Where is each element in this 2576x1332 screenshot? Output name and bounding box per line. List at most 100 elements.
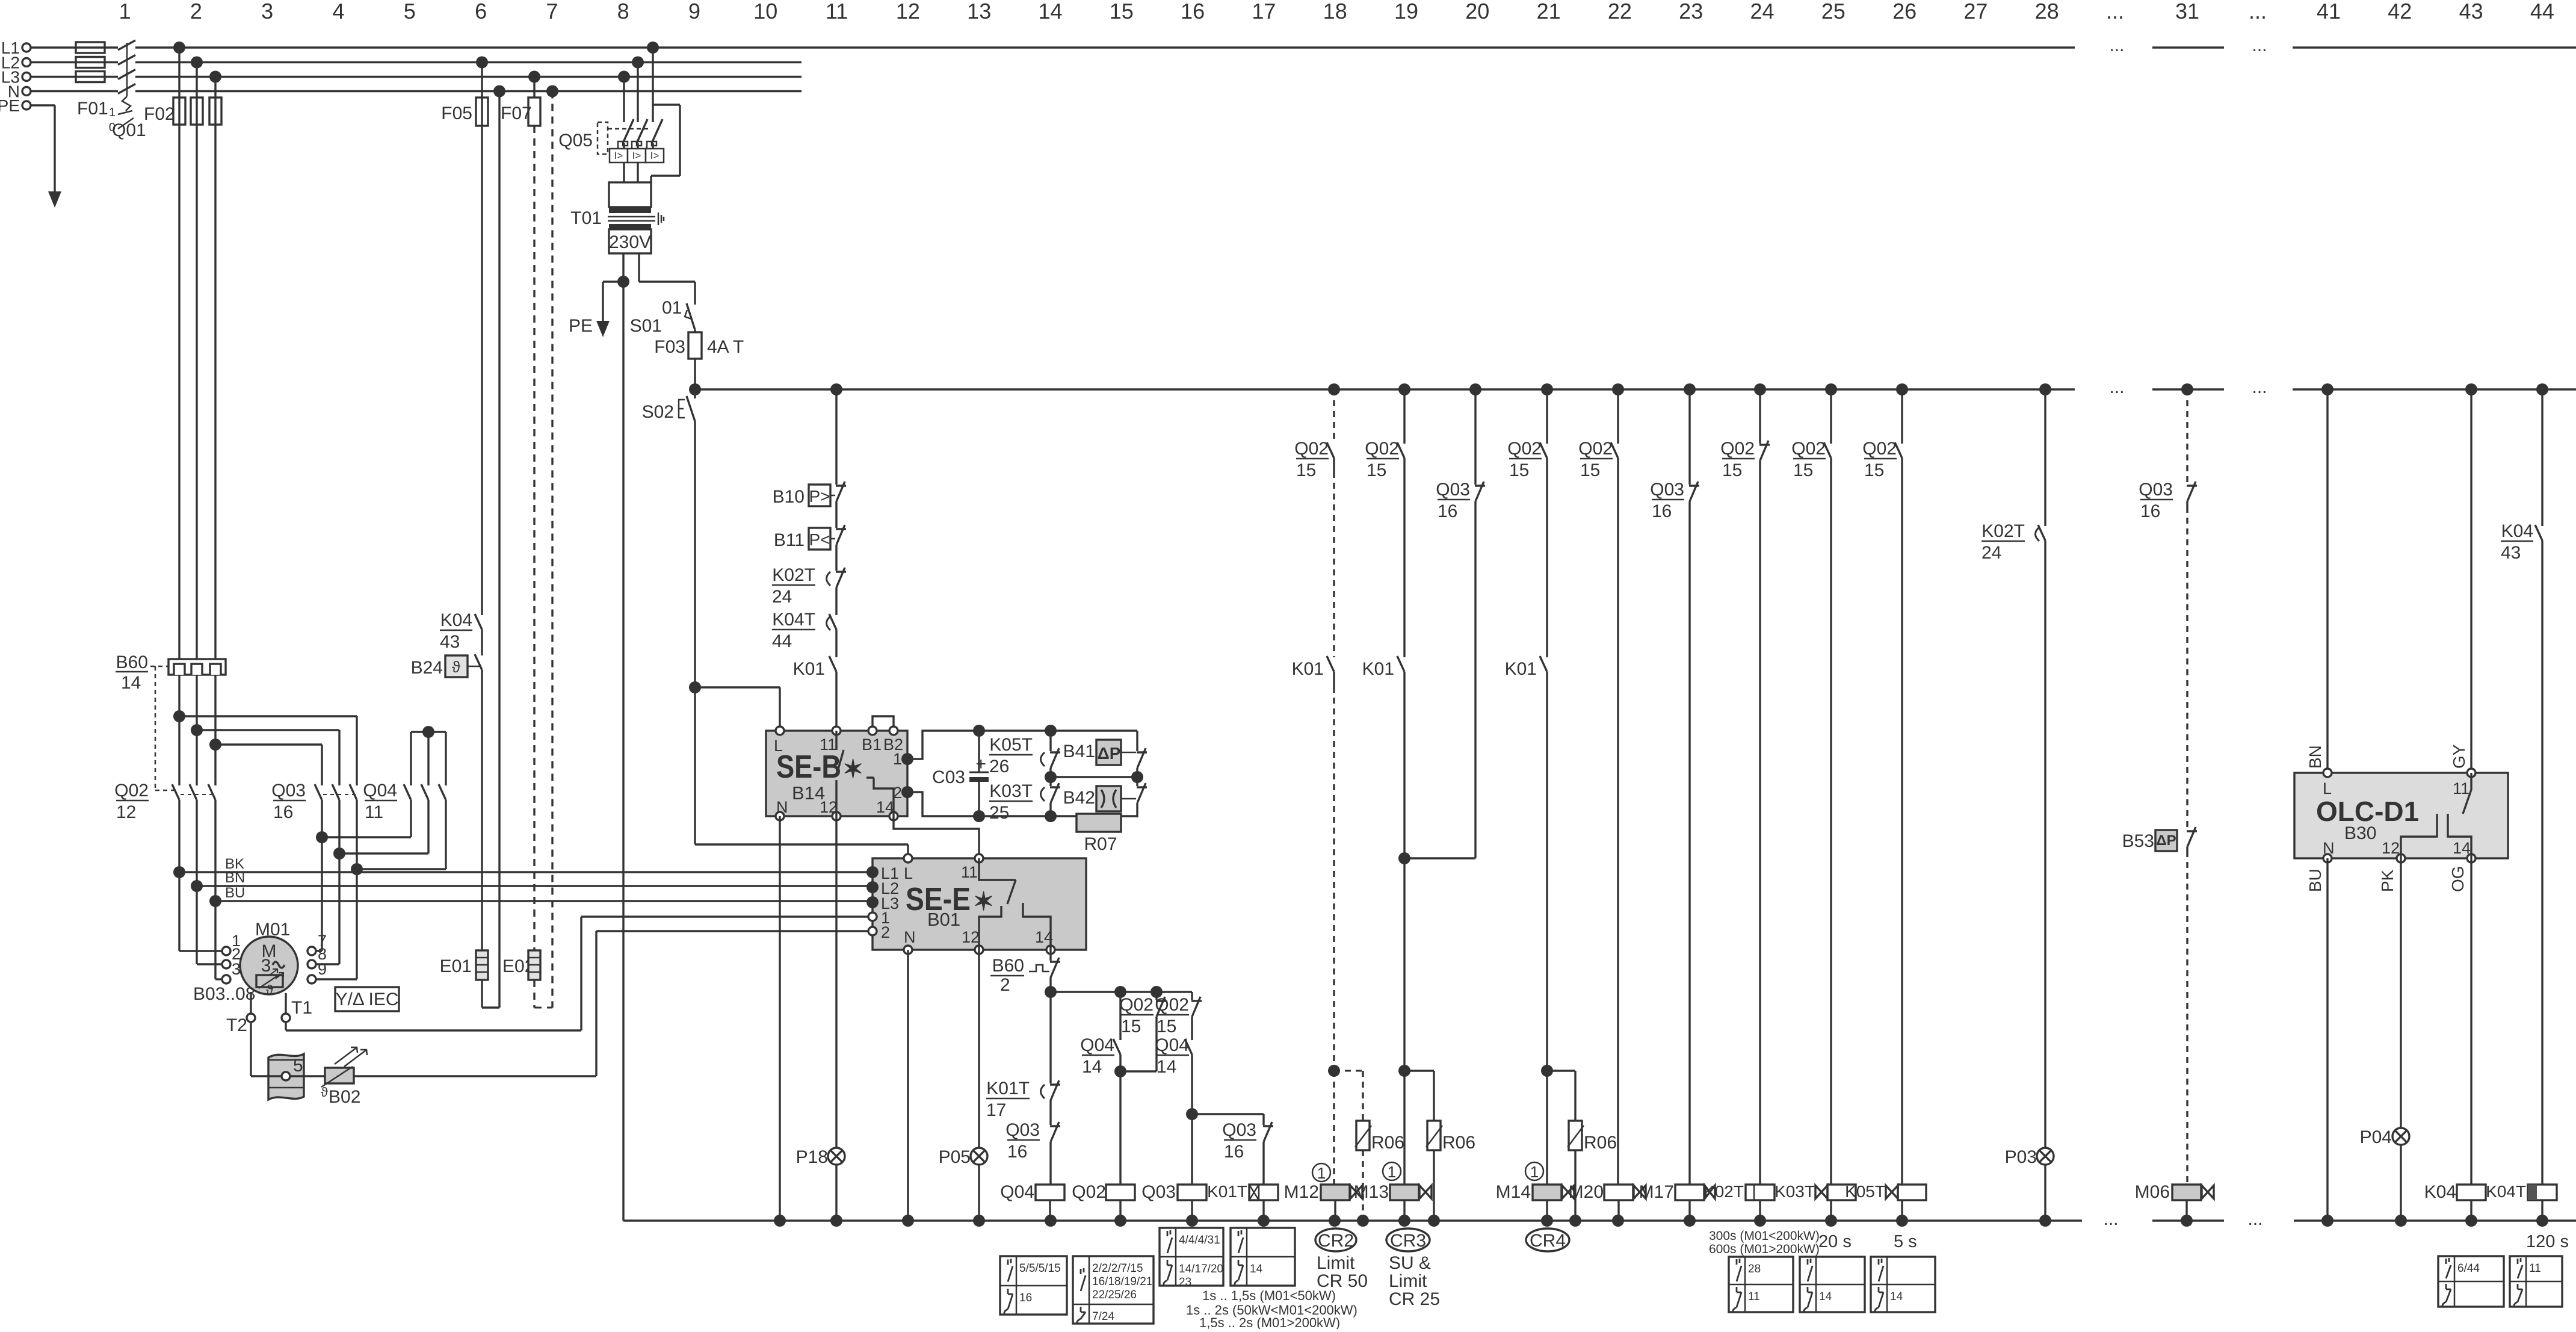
svg-text:41: 41 bbox=[2317, 0, 2341, 23]
svg-text:CR3: CR3 bbox=[1390, 1231, 1426, 1251]
svg-text:S01: S01 bbox=[630, 316, 662, 336]
svg-text:43: 43 bbox=[2501, 543, 2521, 563]
svg-text:Q02: Q02 bbox=[114, 781, 149, 801]
svg-text:16/18/19/21: 16/18/19/21 bbox=[1092, 1275, 1152, 1288]
svg-text:300s (M01<200kW): 300s (M01<200kW) bbox=[1709, 1229, 1820, 1243]
svg-text:R06: R06 bbox=[1584, 1133, 1617, 1153]
svg-text:6/44: 6/44 bbox=[2457, 1262, 2480, 1275]
svg-text:PK: PK bbox=[2378, 869, 2397, 892]
svg-text:K01: K01 bbox=[1292, 659, 1324, 679]
svg-text:12: 12 bbox=[116, 802, 136, 822]
svg-text:M20: M20 bbox=[1569, 1182, 1604, 1202]
svg-text:Q02: Q02 bbox=[1578, 439, 1613, 459]
svg-text:22: 22 bbox=[1608, 0, 1632, 23]
svg-text:15: 15 bbox=[1864, 460, 1884, 480]
svg-text:CR4: CR4 bbox=[1530, 1231, 1566, 1251]
svg-text:N: N bbox=[904, 928, 916, 946]
svg-text:GY: GY bbox=[2450, 744, 2468, 769]
svg-text:24: 24 bbox=[1750, 0, 1774, 23]
svg-text:44: 44 bbox=[772, 631, 792, 651]
svg-text:B14: B14 bbox=[792, 782, 825, 804]
svg-text:14: 14 bbox=[2453, 839, 2471, 857]
svg-text:B02: B02 bbox=[329, 1087, 360, 1107]
svg-text:2: 2 bbox=[1000, 975, 1010, 995]
svg-text:Q04: Q04 bbox=[1080, 1035, 1114, 1055]
svg-text:K01T: K01T bbox=[1207, 1182, 1247, 1201]
svg-text:15: 15 bbox=[1509, 460, 1529, 480]
svg-text:15: 15 bbox=[1367, 460, 1386, 480]
svg-text:L2: L2 bbox=[881, 879, 899, 897]
svg-text:14: 14 bbox=[1157, 1057, 1176, 1077]
svg-text:K01T: K01T bbox=[986, 1079, 1030, 1098]
svg-text:12: 12 bbox=[896, 0, 920, 23]
svg-text:Limit: Limit bbox=[1317, 1253, 1355, 1273]
svg-text:1: 1 bbox=[893, 750, 902, 768]
svg-text:7: 7 bbox=[546, 0, 558, 23]
svg-text:14: 14 bbox=[1038, 0, 1062, 23]
svg-text:14: 14 bbox=[1819, 1290, 1832, 1303]
svg-text:Q03: Q03 bbox=[1436, 480, 1470, 500]
svg-text:5: 5 bbox=[404, 0, 416, 23]
svg-text:E01: E01 bbox=[440, 956, 472, 976]
svg-text:1: 1 bbox=[881, 909, 890, 927]
svg-text:BK: BK bbox=[225, 856, 244, 872]
svg-text:11: 11 bbox=[2453, 779, 2469, 798]
svg-text:9: 9 bbox=[318, 960, 327, 978]
svg-text:P03: P03 bbox=[2005, 1147, 2037, 1167]
svg-text:14: 14 bbox=[876, 798, 894, 816]
svg-text:Q04: Q04 bbox=[363, 781, 397, 801]
svg-text:K04: K04 bbox=[440, 610, 472, 630]
svg-text:Q05: Q05 bbox=[558, 131, 593, 150]
svg-text:24: 24 bbox=[772, 587, 792, 607]
svg-text:N: N bbox=[2323, 839, 2335, 857]
svg-text:4/4/4/31: 4/4/4/31 bbox=[1179, 1234, 1220, 1247]
svg-text:2: 2 bbox=[190, 0, 202, 23]
svg-text:5/5/5/15: 5/5/5/15 bbox=[1019, 1262, 1061, 1275]
svg-text:K04T: K04T bbox=[772, 610, 815, 630]
svg-text:15: 15 bbox=[1121, 1017, 1141, 1036]
svg-text:Q03: Q03 bbox=[271, 781, 306, 801]
svg-text:18: 18 bbox=[1323, 0, 1347, 23]
svg-text:BU: BU bbox=[2306, 869, 2324, 892]
svg-text:27: 27 bbox=[1963, 0, 1988, 23]
svg-text:1: 1 bbox=[1530, 1163, 1539, 1181]
svg-text:M17: M17 bbox=[1639, 1182, 1674, 1202]
svg-text:L1: L1 bbox=[1, 39, 20, 57]
svg-text:15: 15 bbox=[1157, 1017, 1176, 1036]
svg-text:3: 3 bbox=[261, 956, 271, 976]
svg-text:230V: 230V bbox=[609, 232, 651, 252]
svg-text:15: 15 bbox=[1793, 460, 1813, 480]
svg-text:B42: B42 bbox=[1063, 788, 1095, 808]
svg-text:I>: I> bbox=[650, 150, 659, 161]
svg-text:8: 8 bbox=[318, 945, 327, 963]
svg-text:...: ... bbox=[2103, 1209, 2118, 1229]
svg-text:BN: BN bbox=[225, 870, 245, 886]
svg-text:PE: PE bbox=[0, 96, 20, 115]
svg-text:7: 7 bbox=[318, 932, 327, 950]
svg-text:14: 14 bbox=[1250, 1263, 1263, 1275]
svg-text:P05: P05 bbox=[939, 1147, 971, 1167]
svg-text:✶: ✶ bbox=[842, 755, 863, 783]
svg-text:16: 16 bbox=[1224, 1142, 1244, 1162]
svg-text:11: 11 bbox=[820, 736, 836, 754]
svg-text:F02: F02 bbox=[144, 104, 175, 124]
svg-text:16: 16 bbox=[1019, 1292, 1032, 1304]
svg-text:Q01: Q01 bbox=[112, 120, 146, 140]
svg-text:P>: P> bbox=[809, 487, 830, 506]
svg-text:11: 11 bbox=[961, 863, 978, 881]
svg-text:B24: B24 bbox=[411, 658, 443, 678]
svg-text:2: 2 bbox=[893, 784, 902, 802]
svg-text:K03T: K03T bbox=[989, 781, 1033, 801]
svg-text:Q03: Q03 bbox=[1650, 480, 1684, 500]
svg-text:L: L bbox=[904, 864, 913, 882]
svg-text:Q03: Q03 bbox=[2139, 480, 2173, 500]
svg-text:L3: L3 bbox=[881, 894, 899, 912]
svg-text:1: 1 bbox=[119, 0, 131, 23]
svg-text:20: 20 bbox=[1465, 0, 1489, 23]
svg-text:2: 2 bbox=[232, 945, 241, 963]
svg-text:8: 8 bbox=[617, 0, 629, 23]
svg-text:B01: B01 bbox=[927, 909, 960, 930]
svg-text:M14: M14 bbox=[1496, 1182, 1531, 1202]
svg-text:B60: B60 bbox=[116, 652, 148, 672]
svg-text:B41: B41 bbox=[1063, 742, 1095, 761]
